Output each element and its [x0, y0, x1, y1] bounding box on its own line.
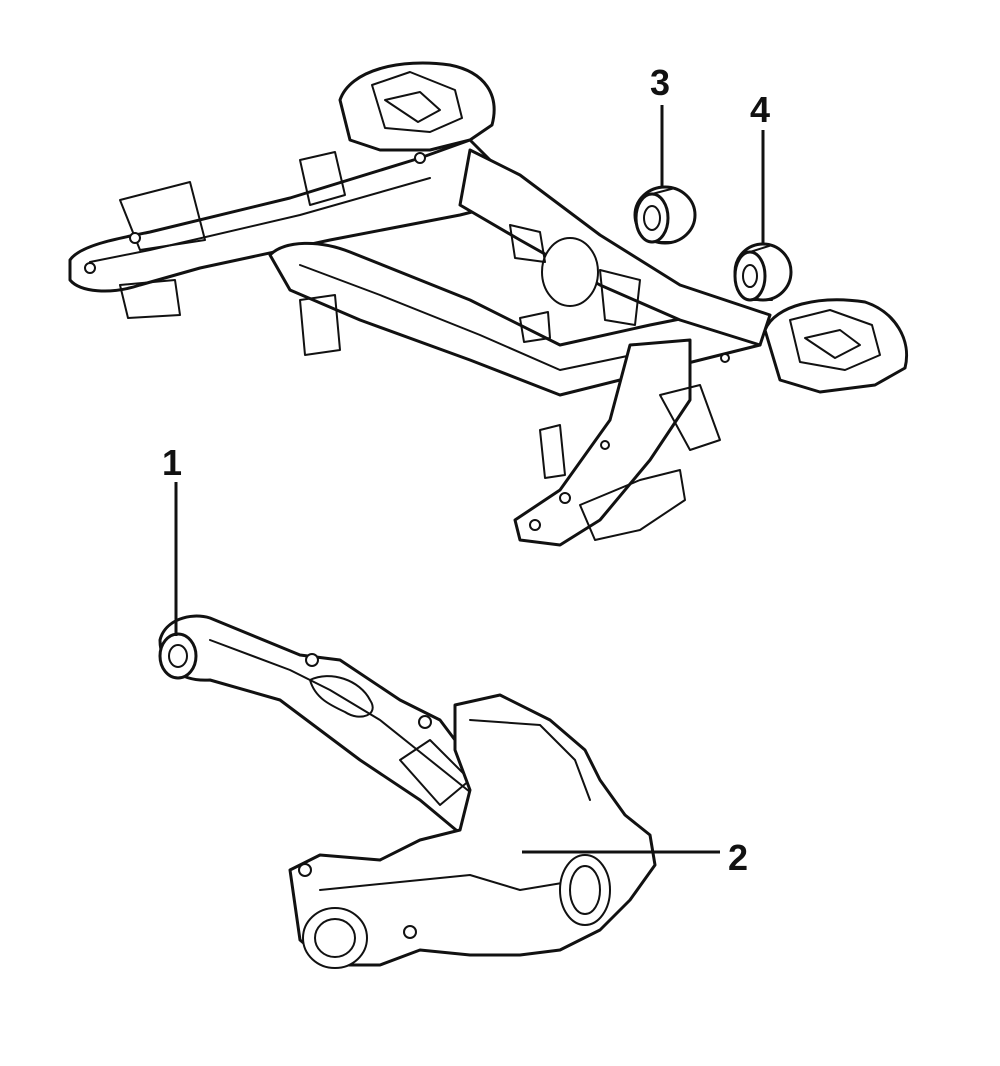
bushing-3	[633, 185, 697, 245]
callout-label-1: 1	[162, 442, 182, 483]
bushing-4	[733, 242, 793, 302]
control-arm-and-knuckle	[158, 614, 657, 969]
callout-label-2: 2	[728, 837, 748, 878]
callout-label-3: 3	[650, 62, 670, 103]
callout-label-4: 4	[750, 89, 770, 130]
rear-subframe	[68, 61, 908, 547]
